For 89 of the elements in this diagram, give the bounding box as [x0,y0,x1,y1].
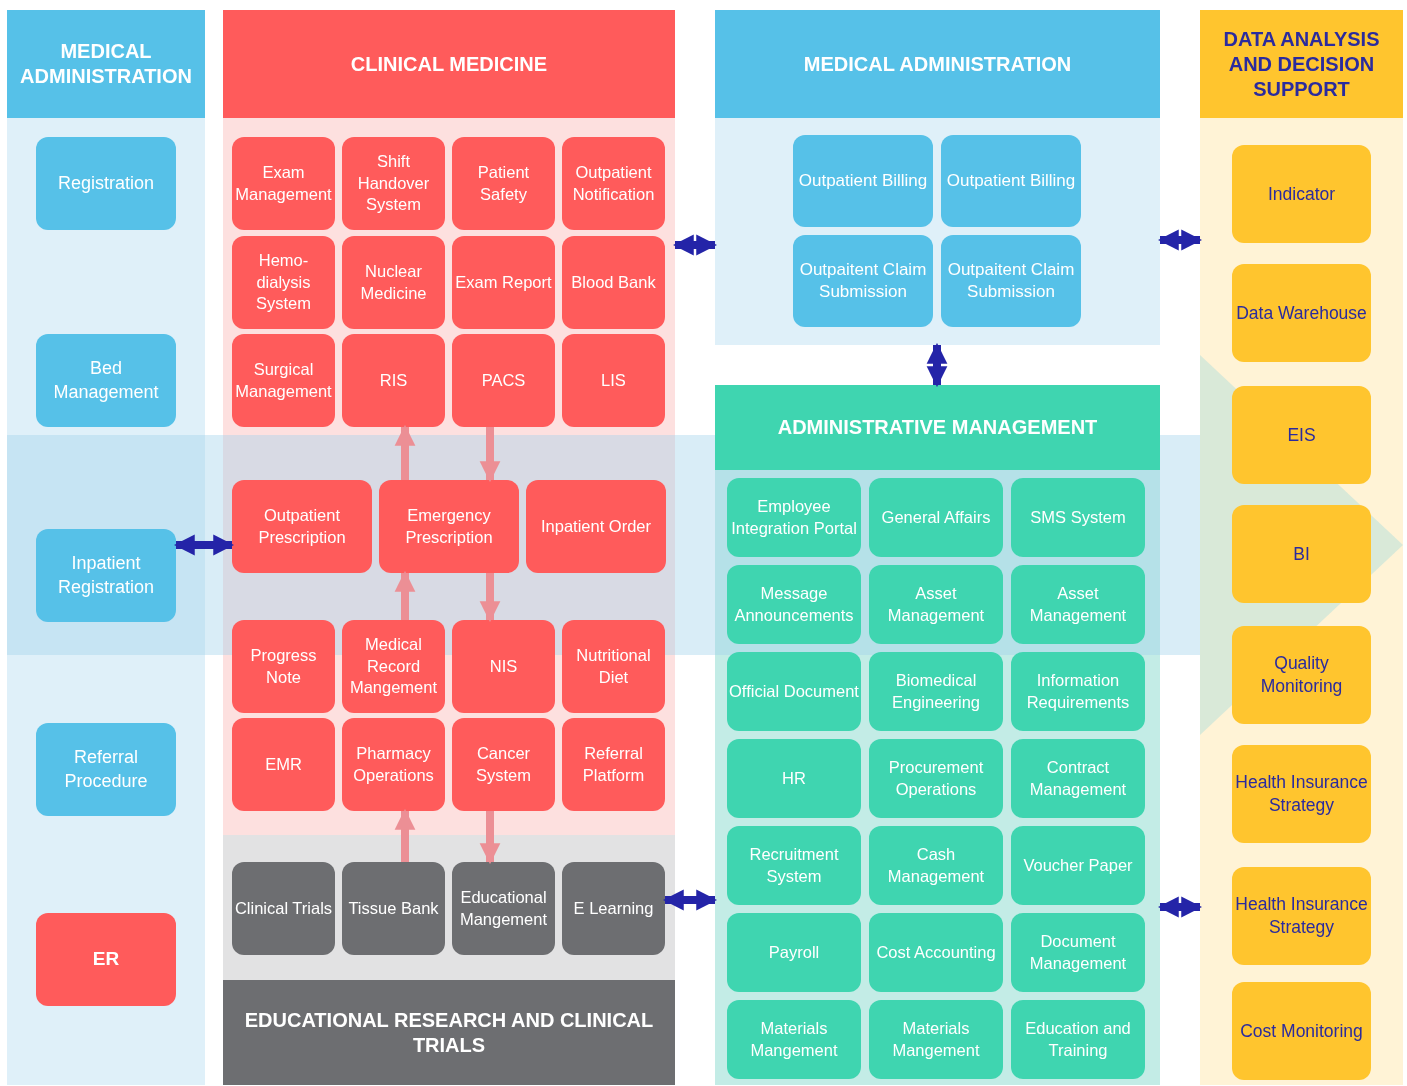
arrow [173,534,235,556]
section-header: ADMINISTRATIVE MANAGEMENT [715,385,1160,470]
module-card: Hemo- dialysis System [232,236,335,329]
module-card: E Learning [562,862,665,955]
module-card: HR [727,739,861,818]
module-card: Clinical Trials [232,862,335,955]
module-card: Pharmacy Operations [342,718,445,811]
module-card: Inpatient Order [526,480,666,573]
module-card: Cost Monitoring [1232,982,1371,1080]
module-card: Shift Handover System [342,137,445,230]
section-header: MEDICAL ADMINISTRATION [715,10,1160,118]
module-card: EMR [232,718,335,811]
module-card: Surgical Management [232,334,335,427]
arrow [662,889,718,911]
module-card: Progress Note [232,620,335,713]
module-card: Cancer System [452,718,555,811]
module-card: Information Requirements [1011,652,1145,731]
module-card: EIS [1232,386,1371,484]
module-card: Indicator [1232,145,1371,243]
module-card: Medical Record Mangement [342,620,445,713]
module-card: ER [36,913,176,1006]
module-card: Biomedical Engineering [869,652,1003,731]
arrow [1157,229,1203,251]
section-header: EDUCATIONAL RESEARCH AND CLINICAL TRIALS [223,980,675,1085]
module-card: Materials Mangement [727,1000,861,1079]
module-card: Outpatient Billing [941,135,1081,227]
arrow [479,573,501,623]
module-card: Health Insurance Strategy [1232,745,1371,843]
section-panel [715,10,1160,345]
module-card: Nutritional Diet [562,620,665,713]
module-card: Asset Management [869,565,1003,644]
module-card: Nuclear Medicine [342,236,445,329]
module-card: SMS System [1011,478,1145,557]
module-card: Official Document [727,652,861,731]
module-card: Employee Integration Portal [727,478,861,557]
module-card: Procurement Operations [869,739,1003,818]
module-card: Patient Safety [452,137,555,230]
arrow [926,342,948,388]
module-card: RIS [342,334,445,427]
section-header: DATA ANALYSIS AND DECISION SUPPORT [1200,10,1403,118]
section-panel [7,10,205,1085]
module-card: Document Management [1011,913,1145,992]
module-card: Outpatient Prescription [232,480,372,573]
module-card: Data Warehouse [1232,264,1371,362]
module-card: Materials Mangement [869,1000,1003,1079]
module-card: Blood Bank [562,236,665,329]
arrow [479,427,501,483]
module-card: Registration [36,137,176,230]
module-card: Referral Platform [562,718,665,811]
arrow [672,234,718,256]
arrow [1157,896,1203,918]
arrow [394,808,416,862]
section-panel [223,835,675,1085]
module-card: Exam Report [452,236,555,329]
module-card: Inpatient Registration [36,529,176,622]
module-card: Emergency Prescription [379,480,519,573]
section-panel [223,10,675,835]
module-card: Outpatient Billing [793,135,933,227]
module-card: Outpaitent Claim Submission [793,235,933,327]
module-card: Bed Management [36,334,176,427]
module-card: NIS [452,620,555,713]
section-header: CLINICAL MEDICINE [223,10,675,118]
module-card: Health Insurance Strategy [1232,867,1371,965]
arrow [394,570,416,620]
module-card: Outpatient Notification [562,137,665,230]
arrow [394,424,416,480]
module-card: Exam Management [232,137,335,230]
module-card: Referral Procedure [36,723,176,816]
module-card: Recruitment System [727,826,861,905]
module-card: Quality Monitoring [1232,626,1371,724]
module-card: LIS [562,334,665,427]
module-card: Education and Training [1011,1000,1145,1079]
module-card: Message Announcements [727,565,861,644]
module-card: Asset Management [1011,565,1145,644]
module-card: Payroll [727,913,861,992]
module-card: Educational Mangement [452,862,555,955]
module-card: BI [1232,505,1371,603]
module-card: Cash Management [869,826,1003,905]
module-card: Tissue Bank [342,862,445,955]
module-card: Contract Management [1011,739,1145,818]
section-panel [1200,10,1403,1085]
module-card: Outpaitent Claim Submission [941,235,1081,327]
section-header: MEDICAL ADMINISTRATION [7,10,205,118]
module-card: PACS [452,334,555,427]
module-card: Cost Accounting [869,913,1003,992]
module-card: General Affairs [869,478,1003,557]
section-panel [715,385,1160,1085]
arrow [479,811,501,865]
module-card: Voucher Paper [1011,826,1145,905]
